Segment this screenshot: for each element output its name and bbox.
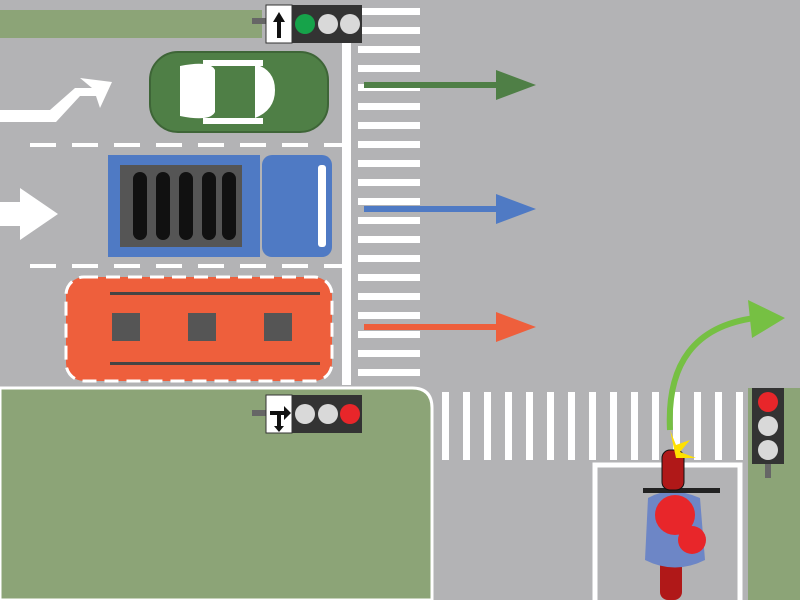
grass-top-left (0, 10, 262, 38)
crosswalk-stripe (631, 392, 638, 460)
light-off (318, 14, 338, 34)
crosswalk-stripe (358, 312, 420, 319)
crosswalk-stripe (694, 392, 701, 460)
lane-dash (198, 264, 224, 268)
crosswalk-stripe (652, 392, 659, 460)
crosswalk-stripe (358, 217, 420, 224)
lane-dash (240, 264, 266, 268)
crosswalk-stripe (358, 122, 420, 129)
straight-road-arrow-icon (0, 188, 58, 240)
turn-right-road-arrow-icon (0, 78, 112, 122)
crosswalk-stripe (568, 392, 575, 460)
crosswalk-stripe (358, 27, 420, 34)
crosswalk-bottom (442, 392, 743, 460)
crosswalk-stripe (358, 236, 420, 243)
crosswalk-stripe (484, 392, 491, 460)
light-off (340, 14, 360, 34)
crosswalk-stripe (547, 392, 554, 460)
crosswalk-stripe (358, 179, 420, 186)
green-car (149, 51, 329, 133)
crosswalk-stripe (526, 392, 533, 460)
arrow-right-turn-icon (270, 406, 291, 432)
light-off (295, 404, 315, 424)
crosswalk-stripe (589, 392, 596, 460)
lane-dividers (30, 143, 350, 268)
crosswalk-stripe (358, 8, 420, 15)
crosswalk-stripe (358, 141, 420, 148)
lane-dash (282, 143, 308, 147)
lane-dash (324, 143, 350, 147)
crosswalk-stripe (673, 392, 680, 460)
crosswalk-stripe (358, 331, 420, 338)
arrow-up-icon (273, 12, 285, 38)
grass-bottom-left (0, 386, 434, 600)
lane-dash (72, 143, 98, 147)
lane-dash (156, 143, 182, 147)
light-off (318, 404, 338, 424)
stop-line (342, 40, 351, 385)
lane-dash (240, 143, 266, 147)
lane-dash (156, 264, 182, 268)
crosswalk-stripe (358, 65, 420, 72)
traffic-light-right (752, 388, 784, 478)
lane-dash (282, 264, 308, 268)
crosswalk-stripe (358, 293, 420, 300)
light-red (758, 392, 778, 412)
crosswalk-stripe (358, 198, 420, 205)
blue-truck (108, 155, 332, 257)
lane-dash (30, 143, 56, 147)
lane-dash (30, 264, 56, 268)
motorcycle-rider (643, 430, 720, 600)
lane-dash (198, 143, 224, 147)
crosswalk-stripe (358, 103, 420, 110)
traffic-light-middle (252, 394, 362, 434)
traffic-light-top (252, 4, 362, 44)
crosswalk-stripe (442, 392, 449, 460)
car-direction-arrow-icon (364, 70, 536, 100)
lane-dash (114, 264, 140, 268)
lane-dash (324, 264, 350, 268)
light-red (340, 404, 360, 424)
lane-dash (72, 264, 98, 268)
crosswalk-stripe (358, 255, 420, 262)
crosswalk-stripe (610, 392, 617, 460)
crosswalk-stripe (358, 274, 420, 281)
light-green (295, 14, 315, 34)
crosswalk-stripe (358, 350, 420, 357)
crosswalk-stripe (505, 392, 512, 460)
crosswalk-stripe (358, 369, 420, 376)
red-bus (64, 275, 334, 383)
crosswalk-stripe (463, 392, 470, 460)
light-off (758, 416, 778, 436)
crosswalk-stripe (736, 392, 743, 460)
crosswalk-stripe (358, 160, 420, 167)
crosswalk-stripe (715, 392, 722, 460)
truck-direction-arrow-icon (364, 194, 536, 224)
light-off (758, 440, 778, 460)
bus-direction-arrow-icon (364, 312, 536, 342)
lane-dash (114, 143, 140, 147)
motorcycle-turn-arrow-icon (666, 300, 785, 431)
crosswalk-stripe (358, 46, 420, 53)
